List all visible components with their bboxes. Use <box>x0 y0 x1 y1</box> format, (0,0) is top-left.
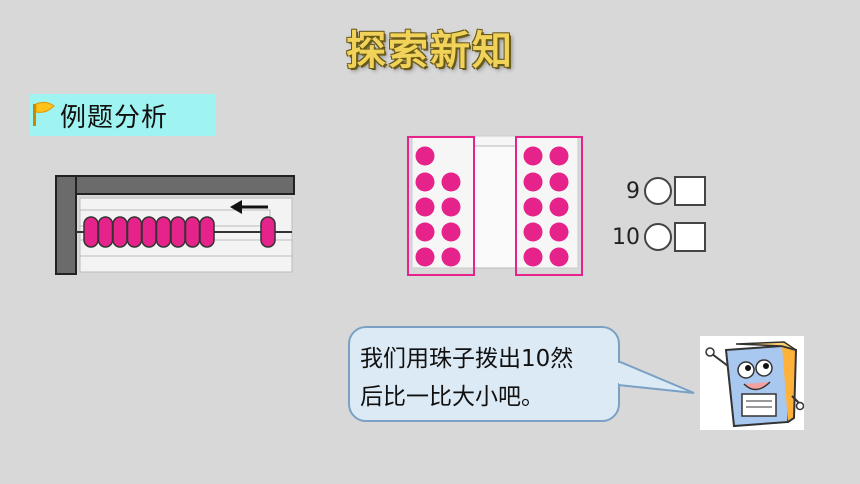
bead-dot <box>549 197 569 217</box>
abacus-bead-single <box>260 216 276 248</box>
abacus-bead <box>184 216 201 248</box>
bead-dot <box>441 172 461 192</box>
bead-dot <box>441 222 461 242</box>
answer-box[interactable] <box>674 222 706 252</box>
abacus-bead <box>112 216 128 248</box>
page-title: 探索新知 <box>346 27 514 74</box>
comparison-row-10: 10 <box>608 222 706 252</box>
answer-box[interactable] <box>674 176 706 206</box>
bead-dot <box>523 222 543 242</box>
flag-icon <box>30 94 58 136</box>
speech-bubble: 我们用珠子拨出10然 后比一比大小吧。 <box>348 326 620 422</box>
bead-dot <box>549 172 569 192</box>
abacus-bead <box>83 216 99 248</box>
bead-dot <box>415 197 435 217</box>
bead-grid <box>407 135 583 276</box>
book-mascot <box>700 336 804 430</box>
bubble-tail <box>618 359 695 394</box>
abacus-bead <box>126 216 143 248</box>
bead-dot <box>549 247 569 267</box>
abacus-bead <box>170 216 186 248</box>
compare-circle[interactable] <box>644 223 672 251</box>
section-tag: 例题分析 <box>30 94 216 136</box>
bead-dot <box>523 146 543 166</box>
bead-dot <box>415 146 435 166</box>
bead-dot <box>523 197 543 217</box>
bubble-line-1: 我们用珠子拨出10然 <box>360 346 574 372</box>
abacus-bead <box>199 216 215 248</box>
comparison-number: 10 <box>612 224 640 250</box>
bead-dot <box>415 172 435 192</box>
bead-dot <box>415 247 435 267</box>
bead-dot <box>441 197 461 217</box>
bead-dot <box>549 222 569 242</box>
bead-dot <box>415 222 435 242</box>
compare-circle[interactable] <box>644 177 672 205</box>
abacus-bead <box>141 216 157 248</box>
bead-dot <box>523 247 543 267</box>
section-label: 例题分析 <box>60 102 169 133</box>
bubble-line-2: 后比一比大小吧。 <box>360 384 544 410</box>
arrow-left-icon <box>230 200 268 214</box>
bead-dot <box>441 247 461 267</box>
comparison-row-9: 9 <box>608 176 706 206</box>
bead-dot <box>549 146 569 166</box>
bead-dot <box>523 172 543 192</box>
abacus-rod <box>55 175 295 275</box>
comparison-number: 9 <box>626 178 640 204</box>
abacus-bead <box>97 216 114 248</box>
abacus-bead <box>155 216 172 248</box>
